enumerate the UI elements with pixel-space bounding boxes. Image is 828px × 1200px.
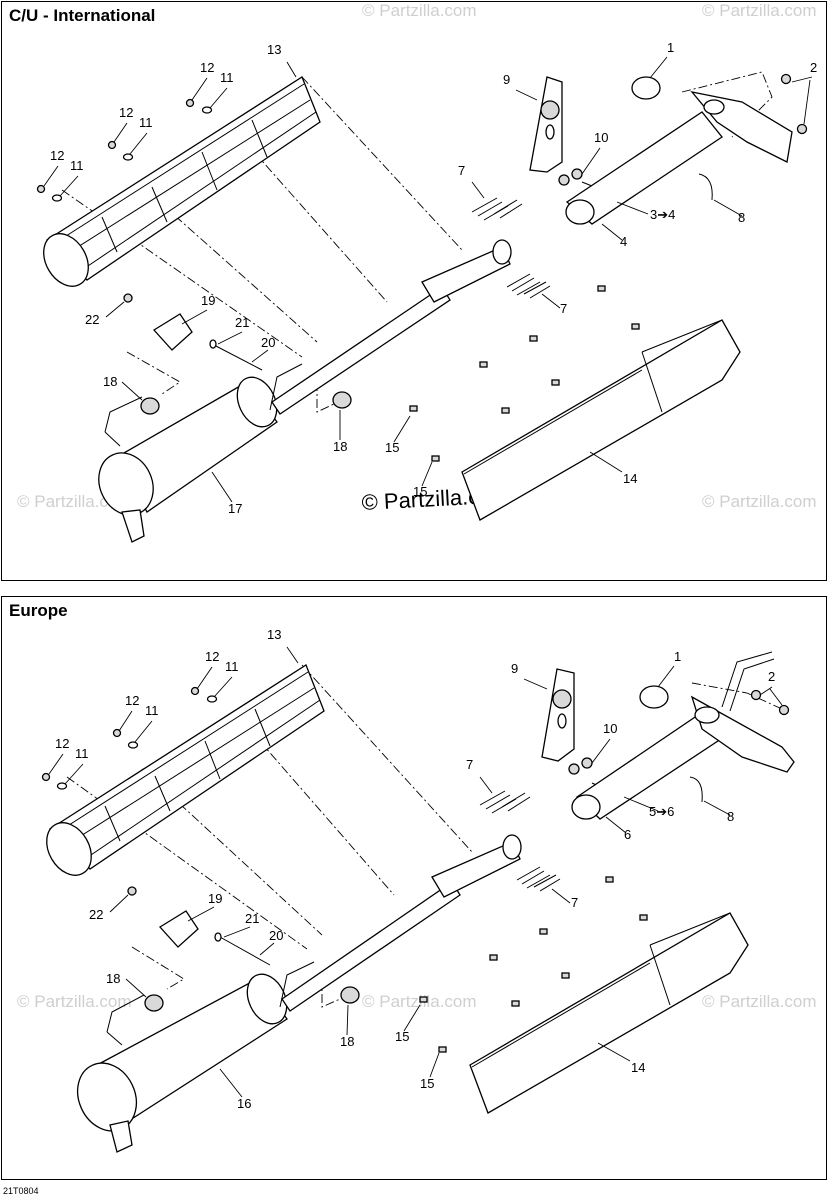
muffler-16 [76, 961, 315, 1153]
callout-label: 2 [768, 669, 775, 684]
callout-label: 15 [413, 484, 427, 499]
callout-label: 10 [603, 721, 617, 736]
bracket-9 [541, 668, 575, 762]
watermark: © Partzilla.com [702, 992, 817, 1011]
watermark: © Partzilla.com [702, 492, 817, 511]
callout-label: 12 [125, 693, 139, 708]
callout-label: 4 [620, 234, 627, 249]
gasket-1 [639, 685, 669, 709]
clip-15-set [419, 876, 648, 1053]
callout-label: 19 [201, 293, 215, 308]
nut-2 [750, 689, 762, 701]
callout-label: 2 [810, 60, 817, 75]
callout-labels: 13 12 11 12 11 12 11 1 2 9 10 7 5➔6 8 6 … [55, 627, 775, 1111]
callout-label: 22 [85, 312, 99, 327]
callout-label: 13 [267, 42, 281, 57]
nut-2 [778, 704, 790, 716]
hose-8 [689, 776, 703, 803]
exploded-diagram: © Partzilla.com © Partzilla.com © Partzi… [17, 627, 817, 1153]
callout-label: 14 [631, 1060, 645, 1075]
callout-label: 20 [269, 928, 283, 943]
callout-label: 20 [261, 335, 275, 350]
clip-15-set [409, 285, 640, 462]
callout-label: 7 [560, 301, 567, 316]
heat-shield-13 [46, 664, 325, 876]
nut-2 [796, 123, 808, 135]
callout-label: 18 [340, 1034, 354, 1049]
callout-label: 11 [139, 115, 153, 130]
callout-label: 22 [89, 907, 103, 922]
watermark: © Partzilla.com [362, 2, 477, 20]
nut-2 [780, 73, 792, 85]
callout-label: 11 [145, 703, 159, 718]
callout-label: 5➔6 [649, 804, 674, 819]
callout-label: 18 [106, 971, 120, 986]
diagram-code: 21T0804 [3, 1186, 39, 1196]
callout-label: 18 [333, 439, 347, 454]
callout-label: 12 [200, 60, 214, 75]
callout-label: 16 [237, 1096, 251, 1111]
mount-hardware [123, 293, 263, 371]
callout-label: 3➔4 [650, 207, 675, 222]
callout-label: 21 [245, 911, 259, 926]
callout-label: 17 [228, 501, 242, 516]
callout-label: 14 [623, 471, 637, 486]
exhaust-pipe [281, 834, 522, 1012]
callout-labels: 13 12 11 12 11 12 11 1 2 9 10 7 3➔4 8 4 … [50, 40, 817, 516]
callout-label: 15 [395, 1029, 409, 1044]
callout-label: 11 [75, 746, 89, 761]
muffler-17 [98, 363, 303, 543]
callout-label: 18 [103, 374, 117, 389]
callout-label: 1 [674, 649, 681, 664]
callout-label: 7 [466, 757, 473, 772]
exhaust-pipe [271, 239, 512, 415]
exploded-diagram: © Partzilla.com © Partzilla.com © Partzi… [17, 2, 817, 543]
callout-label: 7 [571, 895, 578, 910]
watermark: © Partzilla.com [362, 992, 477, 1011]
callout-label: 19 [208, 891, 222, 906]
callout-label: 21 [235, 315, 249, 330]
watermark: © Partzilla.com [702, 2, 817, 20]
front-pipe-5 [571, 651, 795, 820]
fastener-set [36, 98, 213, 202]
callout-label: 9 [511, 661, 518, 676]
heat-shield-14 [461, 319, 741, 521]
bracket-9 [529, 76, 563, 173]
callout-label: 15 [420, 1076, 434, 1091]
callout-label: 10 [594, 130, 608, 145]
heat-shield-14 [469, 912, 749, 1114]
callout-label: 12 [119, 105, 133, 120]
callout-label: 12 [205, 649, 219, 664]
spring-7-set [479, 790, 561, 892]
callout-label: 11 [220, 70, 234, 85]
callout-label: 9 [503, 72, 510, 87]
heat-shield-13 [43, 76, 321, 287]
spring-7-set [471, 197, 551, 299]
mount-hardware [127, 886, 271, 966]
callout-label: 12 [55, 736, 69, 751]
fastener-set [41, 686, 218, 790]
diagram-panel-cu-international: C/U - International © Partzilla.com © Pa… [1, 1, 827, 581]
hose-8 [698, 173, 713, 201]
callout-label: 1 [667, 40, 674, 55]
grommet-18-set [144, 986, 360, 1012]
callout-label: 8 [738, 210, 745, 225]
callout-label: 11 [70, 158, 84, 173]
gasket-1 [631, 76, 661, 100]
callout-label: 15 [385, 440, 399, 455]
callout-label: 6 [624, 827, 631, 842]
callout-label: 7 [458, 163, 465, 178]
callout-label: 8 [727, 809, 734, 824]
panel-title: Europe [9, 601, 68, 620]
callout-label: 12 [50, 148, 64, 163]
front-pipe-3 [565, 91, 793, 225]
panel-title: C/U - International [9, 6, 156, 25]
callout-label: 13 [267, 627, 281, 642]
watermark: © Partzilla.com [17, 992, 132, 1011]
callout-label: 11 [225, 659, 239, 674]
grommet-18-set [140, 391, 352, 415]
diagram-panel-europe: Europe © Partzilla.com © Partzilla.com ©… [1, 596, 827, 1180]
